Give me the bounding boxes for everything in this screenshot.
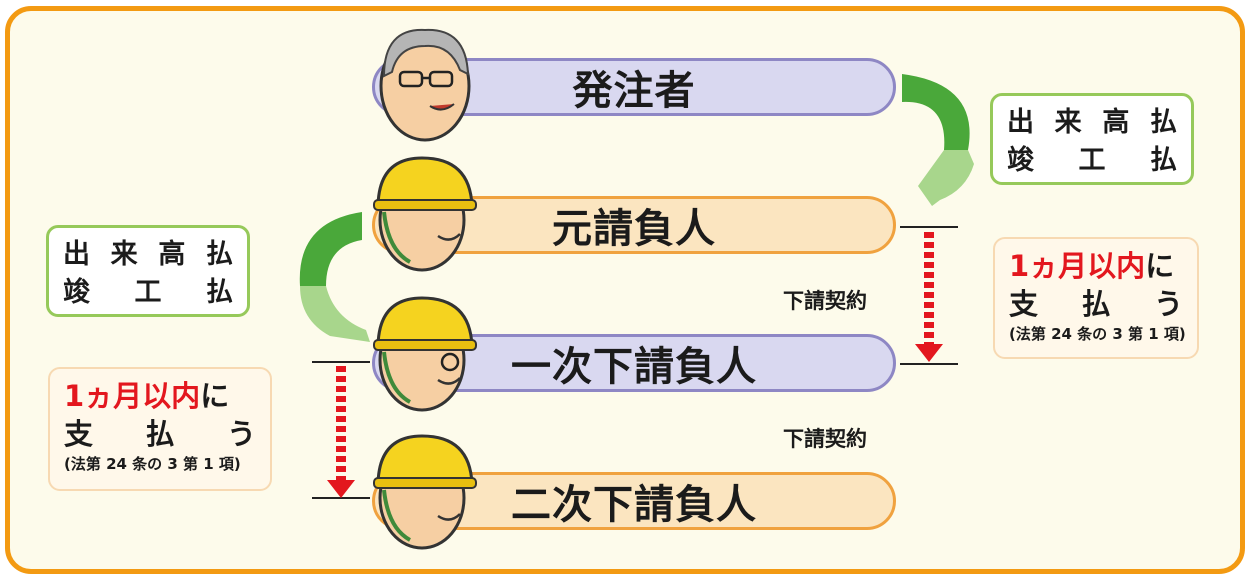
law-reference: (法第 24 条の 3 第 1 項) [64,455,241,473]
payment-type-line1: 出 来 高 払 [1007,107,1177,138]
payment-type-line1: 出 来 高 払 [63,239,233,270]
prime-contractor-label: 元請負人 [552,206,716,252]
client-face-icon [379,28,471,142]
second-subcontractor-label: 二次下請負人 [511,482,757,528]
deadline-highlight: 1ヵ月以内 [64,379,201,413]
payment-deadline-note-left: 1ヵ月以内に 支 払 う (法第 24 条の 3 第 1 項) [48,367,272,491]
contract-line-right-icon [900,226,958,365]
prime-contractor-face-icon [373,156,477,272]
first-subcontractor-face-icon [373,296,477,412]
deadline-suffix: に [1145,249,1175,283]
payment-type-box-left: 出 来 高 払 竣 工 払 [46,225,250,317]
deadline-suffix: に [200,379,230,413]
pay-instruction: 支 払 う [64,417,256,451]
first-subcontractor-label: 一次下請負人 [511,344,757,390]
payment-type-box-right: 出 来 高 払 竣 工 払 [990,93,1194,185]
second-subcontractor-face-icon [373,434,477,550]
contract-line-left-icon [312,361,370,499]
payment-arrow-left-icon [299,212,370,342]
payment-type-line2: 竣 工 払 [1007,145,1177,176]
payment-arrow-right-icon [902,74,974,206]
pay-instruction: 支 払 う [1009,287,1183,321]
subcontract-label-lower: 下請契約 [783,427,867,451]
payment-deadline-note-right: 1ヵ月以内に 支 払 う (法第 24 条の 3 第 1 項) [993,237,1199,359]
subcontract-label-upper: 下請契約 [783,289,867,313]
client-label: 発注者 [572,68,696,114]
law-reference: (法第 24 条の 3 第 1 項) [1009,325,1186,343]
deadline-highlight: 1ヵ月以内 [1009,249,1146,283]
payment-type-line2: 竣 工 払 [63,277,233,308]
first-subcontractor-bar: 一次下請負人 [372,334,896,392]
